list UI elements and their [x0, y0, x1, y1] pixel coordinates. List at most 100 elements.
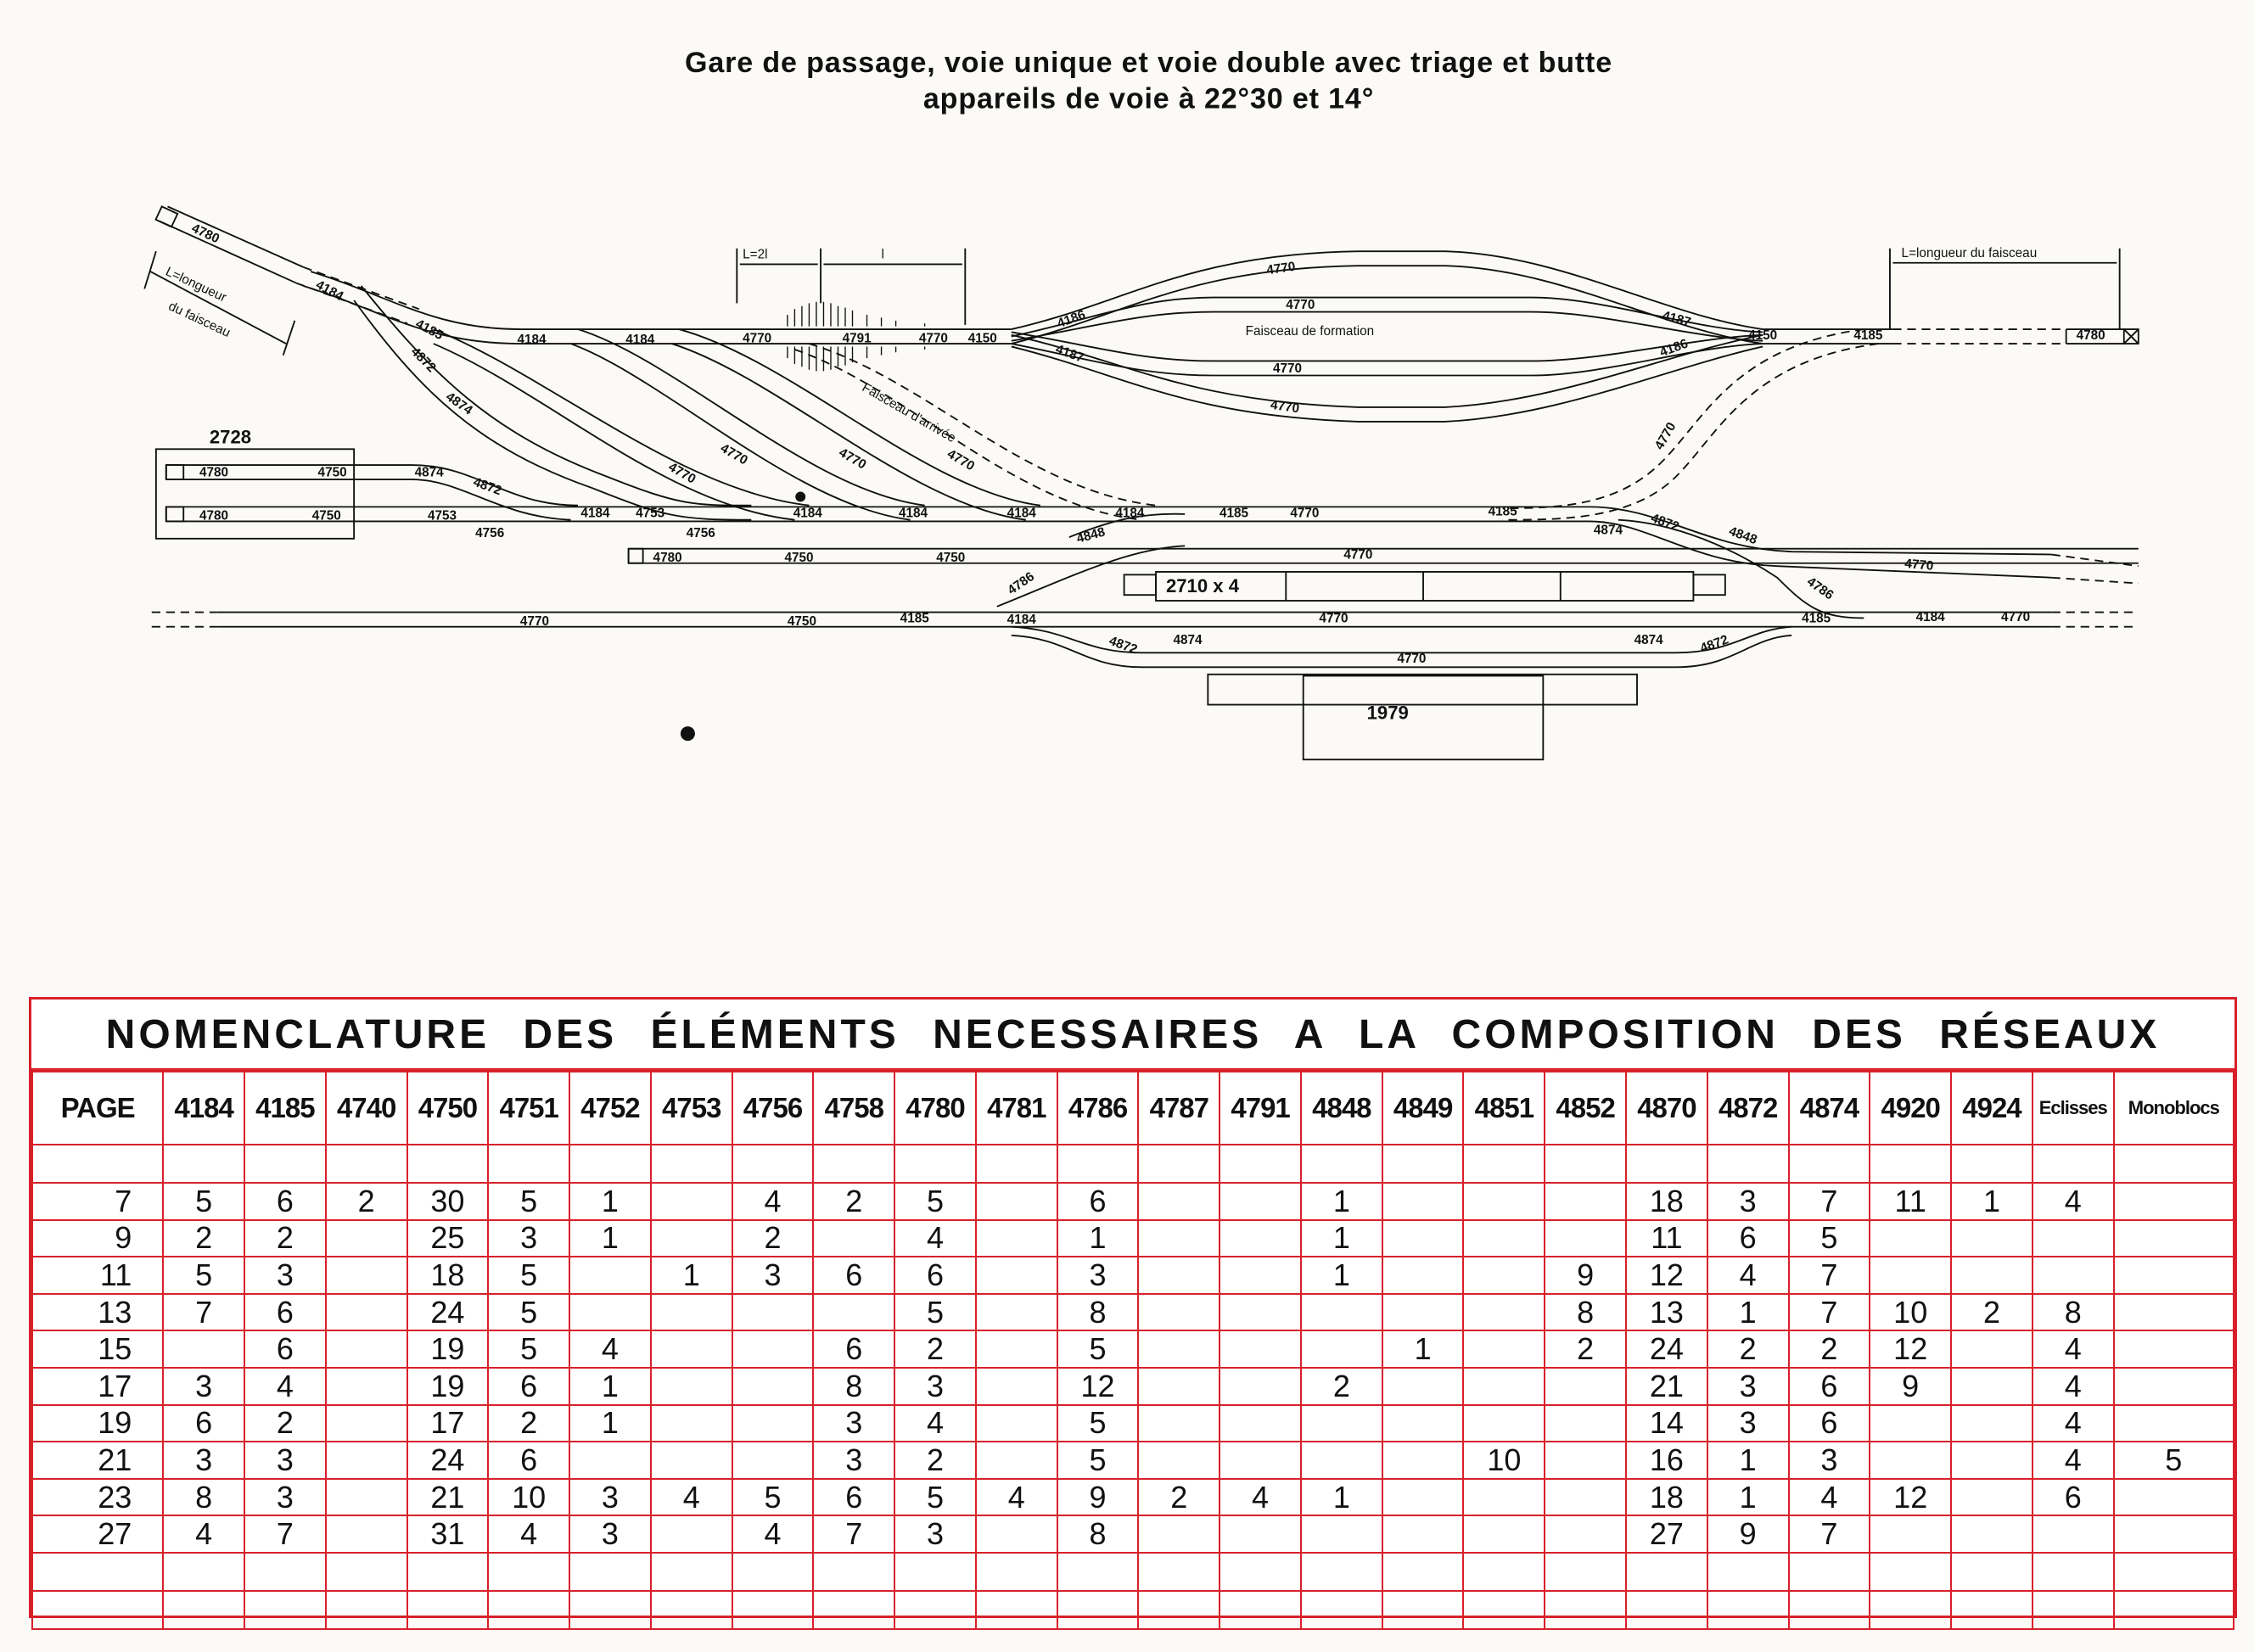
track-label: 4770	[1265, 260, 1296, 278]
track-label: 4150	[1748, 328, 1777, 343]
quantity-cell: 3	[1056, 1256, 1140, 1295]
quantity-cell	[974, 1292, 1058, 1332]
set-label: 2728	[210, 426, 251, 447]
quantity-cell	[2112, 1218, 2235, 1258]
quantity-cell	[324, 1292, 408, 1332]
track-label: 4848	[1075, 524, 1107, 546]
table-cell	[406, 1551, 490, 1592]
track	[1011, 296, 1763, 338]
track	[1502, 343, 1879, 521]
column-header: 4780	[894, 1071, 977, 1145]
track	[433, 343, 795, 521]
quantity-cell	[324, 1403, 408, 1443]
quantity-cell: 1	[569, 1366, 652, 1406]
quantity-cell: 6	[487, 1366, 571, 1406]
quantity-cell: 4	[731, 1515, 815, 1554]
quantity-cell: 5	[487, 1256, 571, 1295]
track-label: 4184	[899, 506, 928, 520]
quantity-cell: 5	[731, 1477, 815, 1517]
quantity-cell: 2	[1299, 1366, 1383, 1406]
quantity-cell: 2	[244, 1403, 327, 1443]
table-cell	[1381, 1589, 1465, 1630]
quantity-cell: 8	[1056, 1515, 1140, 1554]
quantity-cell: 1	[1299, 1182, 1383, 1221]
quantity-cell: 1	[1381, 1330, 1465, 1369]
quantity-cell: 1	[1299, 1218, 1383, 1258]
table-cell	[244, 1551, 327, 1592]
track	[678, 328, 1040, 507]
diagram-labels: 4780 L=longueur du faisceau 4184 4185 48…	[163, 221, 2105, 724]
track	[303, 266, 420, 311]
quantity-cell: 4	[1706, 1256, 1790, 1295]
track-label: 4872	[408, 344, 439, 375]
table-cell	[894, 1144, 977, 1184]
quantity-cell	[1544, 1477, 1628, 1517]
quantity-cell: 5	[1056, 1441, 1140, 1480]
quantity-cell: 3	[1787, 1441, 1871, 1480]
quantity-cell: 3	[812, 1441, 896, 1480]
quantity-cell: 6	[244, 1292, 327, 1332]
quantity-cell	[1462, 1292, 1546, 1332]
track-label: 4185	[1489, 505, 1518, 519]
table-cell	[812, 1551, 896, 1592]
quantity-cell: 7	[1787, 1182, 1871, 1221]
table-cell	[649, 1551, 733, 1592]
quantity-cell: 5	[487, 1292, 571, 1332]
page-cell: 13	[31, 1292, 165, 1332]
quantity-cell	[1381, 1292, 1465, 1332]
quantity-cell: 8	[2031, 1292, 2115, 1332]
quantity-cell	[1869, 1441, 1953, 1480]
track-label: 4185	[413, 316, 446, 343]
quantity-cell	[2112, 1330, 2235, 1369]
quantity-cell	[812, 1218, 896, 1258]
table-cell	[2112, 1144, 2235, 1184]
quantity-cell: 13	[1625, 1292, 1708, 1332]
quantity-cell	[1219, 1330, 1302, 1369]
quantity-cell	[974, 1256, 1058, 1295]
marker-dot	[795, 491, 806, 502]
set-2728-frame	[154, 448, 356, 540]
track	[577, 328, 925, 507]
table-cell	[569, 1144, 652, 1184]
quantity-cell: 3	[1706, 1366, 1790, 1406]
column-header: 4874	[1787, 1071, 1871, 1145]
track-label: 4786	[1804, 574, 1836, 602]
table-cell	[1787, 1589, 1871, 1630]
quantity-cell: 4	[487, 1515, 571, 1554]
quantity-cell	[1137, 1515, 1221, 1554]
column-header: 4781	[974, 1071, 1058, 1145]
quantity-cell	[2112, 1477, 2235, 1517]
blank-row	[31, 1589, 2235, 1630]
track-label: 4770	[919, 331, 948, 345]
quantity-cell	[2112, 1182, 2235, 1221]
quantity-cell: 3	[1706, 1403, 1790, 1443]
track	[158, 220, 297, 284]
quantity-cell	[1137, 1182, 1221, 1221]
quantity-cell	[649, 1515, 733, 1554]
quantity-cell	[1869, 1403, 1953, 1443]
page-title-line1: Gare de passage, voie unique et voie dou…	[685, 47, 1612, 79]
quantity-cell: 5	[894, 1182, 977, 1221]
quantity-cell	[731, 1403, 815, 1443]
quantity-cell: 3	[569, 1477, 652, 1517]
quantity-cell	[1219, 1218, 1302, 1258]
table-cell	[1625, 1551, 1708, 1592]
bundle-label: Faisceau de formation	[1246, 324, 1375, 339]
column-header: 4750	[406, 1071, 490, 1145]
dimension-label: du faisceau	[166, 299, 233, 340]
quantity-cell	[1869, 1218, 1953, 1258]
quantity-cell	[324, 1477, 408, 1517]
track-label: 4770	[1343, 548, 1372, 563]
quantity-cell	[2112, 1515, 2235, 1554]
dimension-label: L=2l	[743, 248, 767, 262]
table-cell	[1787, 1144, 1871, 1184]
quantity-cell	[1137, 1292, 1221, 1332]
track-label: 4184	[580, 506, 610, 520]
quantity-cell: 1	[1056, 1218, 1140, 1258]
track-label: 4780	[653, 551, 682, 565]
table-cell	[569, 1589, 652, 1630]
quantity-cell: 18	[406, 1256, 490, 1295]
